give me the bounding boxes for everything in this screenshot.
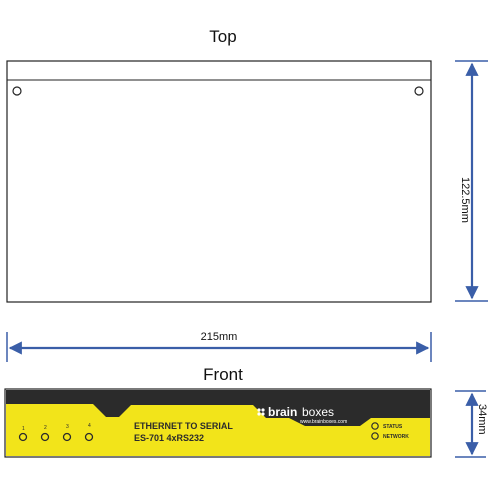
height-dimension-label: 122.5mm [459, 177, 471, 223]
port-led-icon [62, 432, 72, 442]
brand-logo-icon [257, 408, 265, 416]
brand-website: www.brainboxes.com [300, 419, 347, 425]
port-led-icon [40, 432, 50, 442]
status-led-icon [371, 422, 379, 430]
status-label: STATUS [383, 424, 403, 430]
top-view-outline [6, 60, 432, 303]
port-led-icon [18, 432, 28, 442]
depth-dimension [455, 390, 486, 458]
network-label: NETWORK [383, 434, 409, 440]
brand-suffix: boxes [302, 405, 334, 419]
front-panel-yellow [6, 404, 430, 456]
port-leds: 1 2 3 4 [18, 423, 94, 442]
brand-prefix: brain [268, 405, 297, 419]
port-number-label: 2 [44, 425, 47, 431]
port-led-icon [84, 432, 94, 442]
front-view-title: Front [203, 365, 243, 384]
front-view: brain boxes www.brainboxes.com ETHERNET … [4, 388, 432, 458]
network-led-icon [371, 432, 379, 440]
port-number-label: 3 [66, 424, 69, 430]
mount-hole-right-icon [414, 86, 424, 96]
port-number-label: 4 [88, 423, 91, 429]
port-number-label: 1 [22, 426, 25, 432]
height-dimension [455, 60, 488, 302]
top-view-title: Top [209, 27, 237, 46]
width-dimension-label: 215mm [200, 331, 238, 343]
mount-hole-left-icon [12, 86, 22, 96]
device-title-line1: ETHERNET TO SERIAL [134, 421, 233, 431]
device-title-line2: ES-701 4xRS232 [134, 433, 204, 443]
depth-dimension-label: 34mm [476, 404, 488, 435]
width-dimension [6, 332, 432, 362]
top-view [6, 60, 432, 303]
